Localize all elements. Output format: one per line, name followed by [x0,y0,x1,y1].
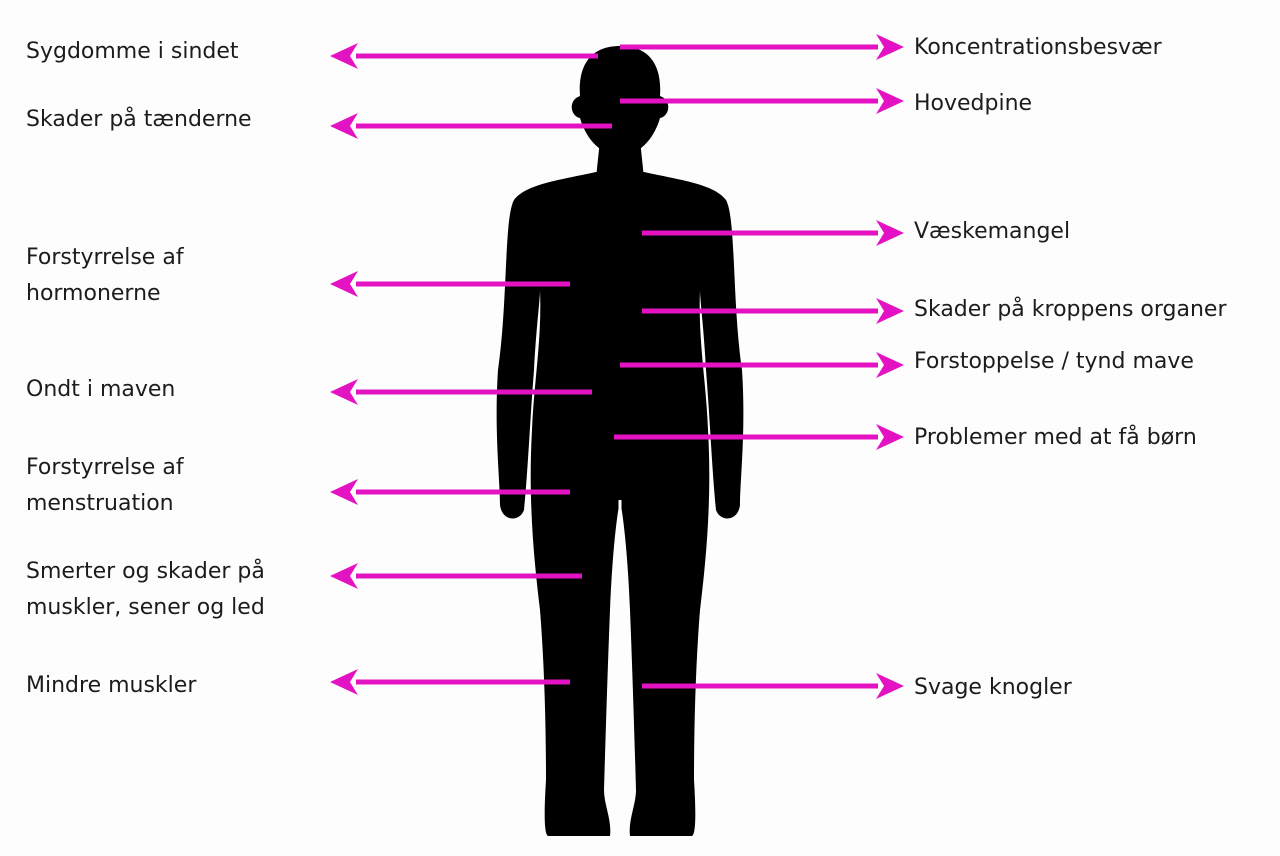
label-constipation: Forstoppelse / tynd mave [914,344,1194,380]
head [572,46,669,150]
label-muscles-tendons-joints-line: muskler, sener og led [26,590,265,626]
label-mind: Sygdomme i sindet [26,34,239,70]
label-headache-line: Hovedpine [914,86,1032,122]
label-bones-line: Svage knogler [914,670,1072,706]
arrow-constipation-head [876,352,904,378]
arrow-headache-head [876,88,904,114]
label-smaller-muscles-line: Mindre muskler [26,668,196,704]
arrow-teeth-head [330,113,358,139]
arrow-teeth [330,113,612,139]
label-bones: Svage knogler [914,670,1072,706]
label-teeth-line: Skader på tænderne [26,102,252,138]
arrow-organs-head [876,298,904,324]
human-silhouette [497,46,744,836]
label-fertility-line: Problemer med at få børn [914,420,1197,456]
label-headache: Hovedpine [914,86,1032,122]
label-stomach-ache-line: Ondt i maven [26,372,175,408]
arrow-muscles-tendons-joints-head [330,563,358,589]
label-teeth: Skader på tænderne [26,102,252,138]
arrow-smaller-muscles-head [330,669,358,695]
arrow-menstruation-head [330,479,358,505]
arrow-concentration [620,34,904,60]
arrow-mind-head [330,43,358,69]
label-dehydration: Væskemangel [914,214,1070,250]
label-muscles-tendons-joints-line: Smerter og skader på [26,554,265,590]
label-hormones-line: hormonerne [26,276,184,312]
arrow-concentration-head [876,34,904,60]
arrow-fertility-head [876,424,904,450]
label-organs-line: Skader på kroppens organer [914,292,1227,328]
label-smaller-muscles: Mindre muskler [26,668,196,704]
label-menstruation-line: Forstyrrelse af [26,450,184,486]
arrow-dehydration-head [876,220,904,246]
label-stomach-ache: Ondt i maven [26,372,175,408]
arrow-smaller-muscles [330,669,570,695]
label-fertility: Problemer med at få børn [914,420,1197,456]
label-dehydration-line: Væskemangel [914,214,1070,250]
label-concentration: Koncentrationsbesvær [914,30,1162,66]
arrow-mind [330,43,598,69]
arrow-hormones-head [330,271,358,297]
label-concentration-line: Koncentrationsbesvær [914,30,1162,66]
label-constipation-line: Forstoppelse / tynd mave [914,344,1194,380]
arrow-bones-head [876,673,904,699]
label-organs: Skader på kroppens organer [914,292,1227,328]
label-hormones-line: Forstyrrelse af [26,240,184,276]
arrow-stomach-ache-head [330,379,358,405]
label-mind-line: Sygdomme i sindet [26,34,239,70]
label-menstruation-line: menstruation [26,486,184,522]
